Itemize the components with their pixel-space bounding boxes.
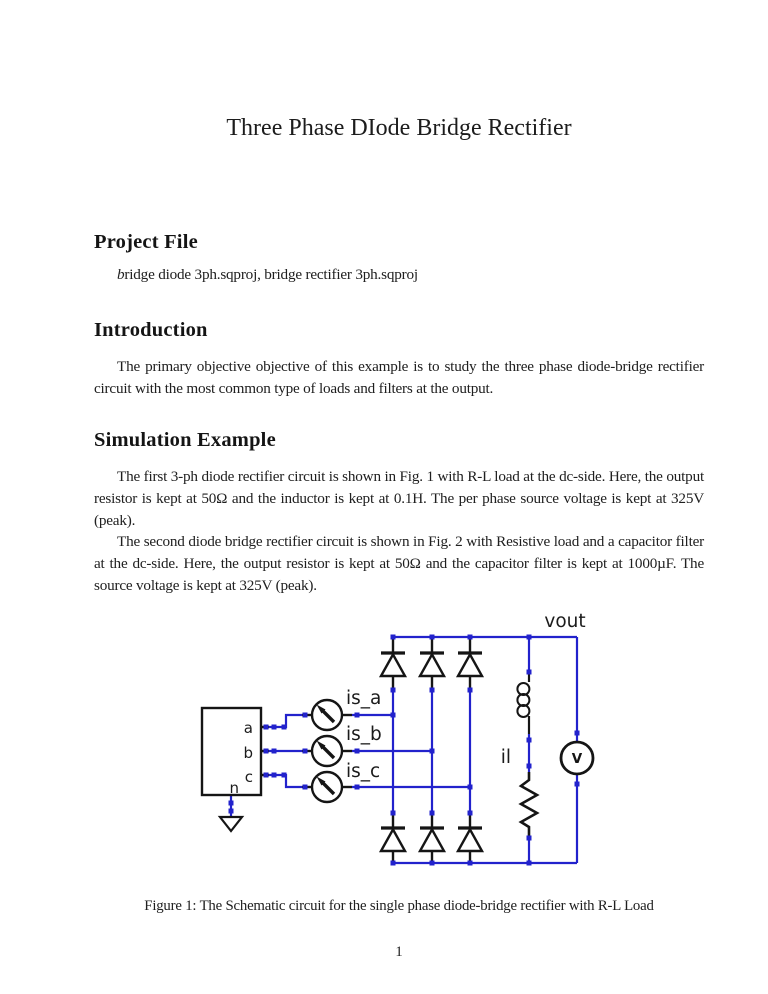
- project-file-names: bridge diode 3ph.sqproj, bridge rectifie…: [117, 266, 418, 284]
- phase-c-wire: [268, 773, 470, 789]
- terminal-b-label: b: [243, 744, 253, 762]
- diode-top-2-icon: [418, 635, 446, 691]
- inductor-icon: [516, 672, 531, 734]
- terminal-c-label: c: [245, 768, 253, 786]
- diode-bottom-3-icon: [456, 810, 484, 866]
- diode-bottom-1-icon: [379, 810, 407, 866]
- is-b-label: is_b: [346, 724, 382, 745]
- is-c-label: is_c: [346, 761, 380, 782]
- introduction-paragraph: The primary objective objective of this …: [94, 358, 704, 397]
- simulation-paragraph-1: The first 3-ph diode rectifier circuit i…: [94, 468, 704, 529]
- il-label: il: [501, 747, 511, 768]
- document-title: Three Phase DIode Bridge Rectifier: [226, 115, 572, 141]
- section-heading-project-file: Project File: [94, 231, 198, 253]
- schematic-figure: V vout is_a is_b is_c il a b c n: [200, 611, 595, 866]
- diode-top-3-icon: [456, 635, 484, 691]
- vout-label: vout: [544, 611, 585, 632]
- three-phase-source-box: [200, 706, 263, 797]
- figure-caption: Figure 1: The Schematic circuit for the …: [144, 898, 654, 914]
- terminal-n-label: n: [229, 779, 239, 797]
- diode-bottom-2-icon: [418, 810, 446, 866]
- project-file-rest: ridge diode 3ph.sqproj, bridge rectifier…: [124, 266, 418, 283]
- voltmeter-icon: V: [559, 740, 595, 776]
- section-heading-simulation-example: Simulation Example: [94, 429, 276, 451]
- page-number: 1: [395, 944, 403, 960]
- project-file-italic-prefix: b: [117, 266, 125, 283]
- diode-top-1-icon: [379, 635, 407, 691]
- voltmeter-letter: V: [572, 751, 583, 767]
- ammeter-is-b-icon: [300, 734, 354, 768]
- ammeter-is-c-icon: [300, 770, 354, 804]
- section-heading-introduction: Introduction: [94, 319, 208, 341]
- is-a-label: is_a: [346, 688, 381, 709]
- junction-dots: [228, 634, 580, 866]
- ground-icon: [217, 815, 245, 833]
- ammeter-is-a-icon: [300, 698, 354, 732]
- simulation-paragraph-2: The second diode bridge rectifier circui…: [94, 533, 704, 594]
- terminal-a-label: a: [244, 719, 253, 737]
- resistor-icon: [518, 772, 540, 840]
